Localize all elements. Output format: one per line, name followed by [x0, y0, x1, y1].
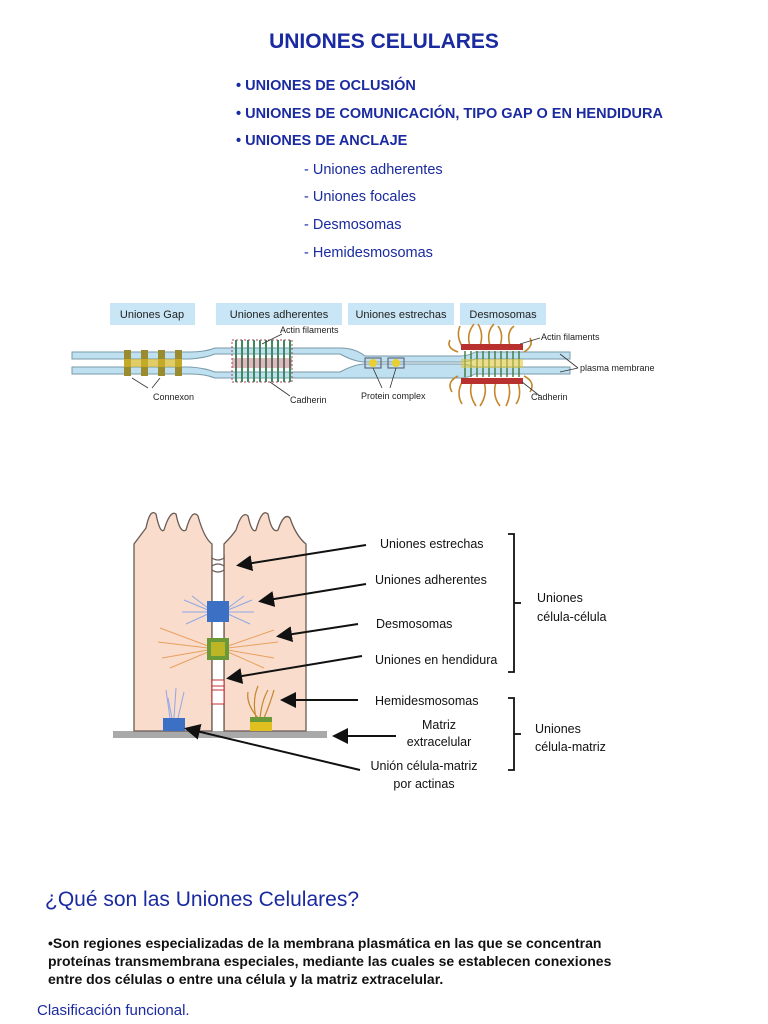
label-uniones-hendidura: Uniones en hendidura [375, 653, 497, 667]
label-extracelular: extracelular [407, 735, 472, 749]
junction-strip-diagram: Uniones Gap Uniones adherentes Uniones e… [71, 303, 655, 407]
diagram1-leaders [131, 333, 579, 397]
section-title: ¿Qué son las Uniones Celulares? [45, 888, 359, 911]
header-estrechas: Uniones estrechas [355, 309, 447, 321]
label-por-actinas: por actinas [393, 777, 454, 791]
extracellular-matrix [113, 731, 327, 738]
adherens-junction [231, 339, 293, 383]
desmosome-junction [448, 323, 533, 407]
desmosome-filaments [157, 627, 279, 669]
label-uniones-adherentes: Uniones adherentes [375, 573, 487, 587]
group-celula-line2: célula-célula [537, 610, 607, 624]
label-plasma-membrane: plasma membrane [580, 363, 655, 373]
label-connexon: Connexon [153, 392, 194, 402]
hemidesmosome-filaments [247, 685, 275, 719]
paragraph-line-1: •Son regiones especializadas de la membr… [48, 935, 602, 951]
connexon-group [124, 350, 182, 376]
label-actin-top: Actin filaments [280, 325, 339, 335]
definition-paragraph: •Son regiones especializadas de la membr… [48, 934, 698, 988]
clasificacion-heading: Clasificación funcional. [37, 1002, 190, 1019]
header-box-desmosomas [460, 303, 546, 325]
label-hemidesmosomas: Hemidesmosomas [375, 694, 479, 708]
membrane-top [71, 347, 571, 363]
tight-junction [364, 357, 405, 369]
header-box-gap [110, 303, 195, 325]
subitem-focales: - Uniones focales [304, 189, 417, 205]
label-uniones-estrechas: Uniones estrechas [380, 537, 484, 551]
paragraph-line-2: proteínas transmembrana especiales, medi… [48, 953, 612, 969]
header-gap: Uniones Gap [120, 309, 184, 321]
bullet-comunicacion: • UNIONES DE COMUNICACIÓN, TIPO GAP O EN… [236, 106, 663, 122]
header-box-estrechas [348, 303, 454, 325]
label-matriz: Matriz [422, 718, 456, 732]
label-actin-right: Actin filaments [541, 332, 600, 342]
header-box-adherentes [216, 303, 342, 325]
subitem-hemidesmosomas: - Hemidesmosomas [304, 245, 433, 261]
label-desmosomas: Desmosomas [376, 617, 452, 631]
cell-junctions-diagram: Uniones estrechas Uniones adherentes Des… [113, 511, 607, 791]
gap-junction-marker [211, 679, 225, 705]
cell-matrix-actin-filaments [165, 687, 185, 719]
bullet-anclaje: • UNIONES DE ANCLAJE [236, 133, 408, 149]
diagram2-arrows [184, 544, 396, 771]
adherens-marker [207, 601, 229, 622]
diagram2-braces [508, 533, 521, 771]
header-desmosomas: Desmosomas [469, 309, 537, 321]
label-cadherin-2: Cadherin [531, 392, 568, 402]
cell-right [223, 512, 307, 732]
subitem-adherentes: - Uniones adherentes [304, 162, 443, 178]
tight-junction-marker [211, 557, 225, 573]
page-title: UNIONES CELULARES [269, 30, 499, 53]
header-adherentes: Uniones adherentes [230, 309, 329, 321]
paragraph-line-3: entre dos células o entre una célula y l… [48, 971, 444, 987]
cell-left [133, 511, 213, 732]
subitem-desmosomas: - Desmosomas [304, 217, 402, 233]
label-cadherin-1: Cadherin [290, 395, 327, 405]
cell-matrix-actin-marker [163, 718, 185, 731]
membrane-bottom [71, 363, 571, 379]
group-matriz-line1: Uniones [535, 722, 581, 736]
adherens-filaments [182, 595, 254, 625]
group-celula-line1: Uniones [537, 591, 583, 605]
label-protein-complex: Protein complex [361, 391, 426, 401]
label-union-celula-matriz: Unión célula-matriz [371, 759, 478, 773]
bullet-oclusion: • UNIONES DE OCLUSIÓN [236, 78, 416, 94]
group-matriz-line2: célula-matriz [535, 740, 606, 754]
